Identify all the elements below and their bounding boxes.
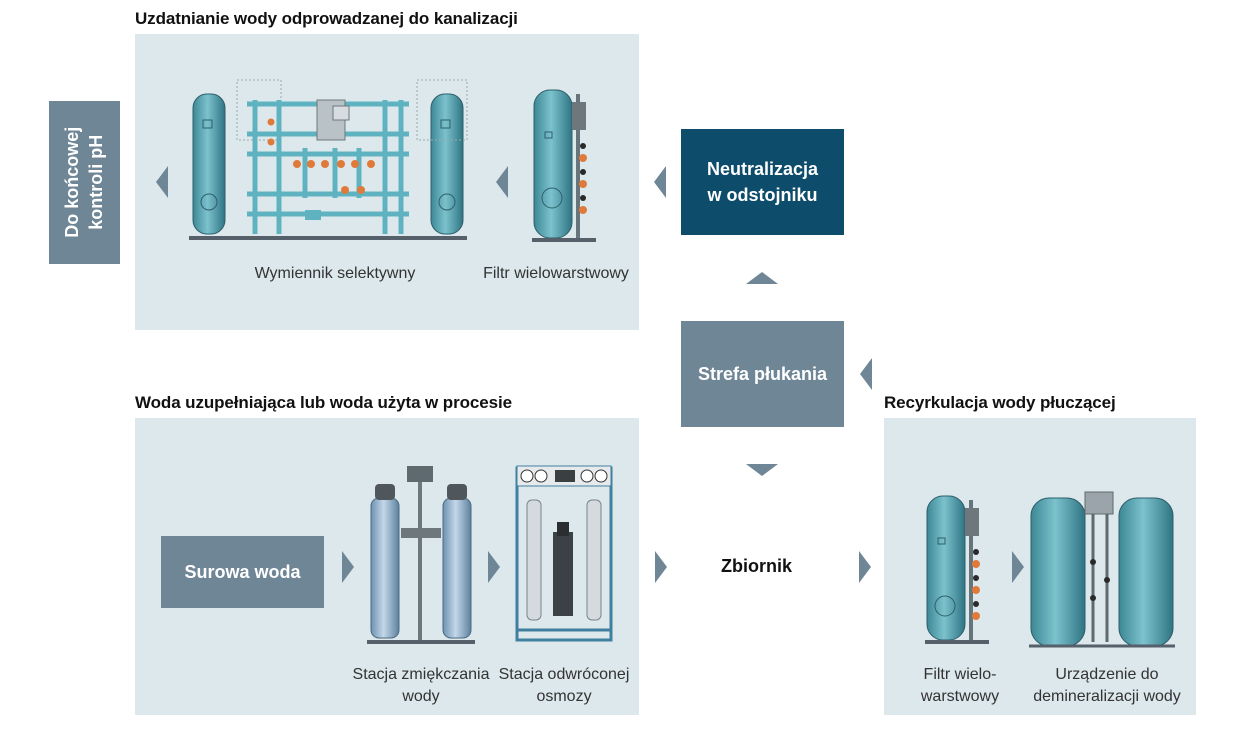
tank-label: Zbiornik — [721, 556, 792, 576]
arrow-right-icon — [859, 551, 871, 583]
demineralization-icon — [1029, 491, 1175, 648]
selective-exchanger-icon — [189, 79, 468, 240]
caption-multilayer-filter-top: Filtr wielowarstwowy — [483, 265, 629, 282]
caption-softening-station: Stacja zmiękczania wody — [352, 666, 490, 705]
ph-control-label: Do końcowej kontroli pH — [62, 126, 107, 239]
arrow-down-icon — [746, 464, 778, 476]
neutralization-label: Neutralizacja w odstojniku — [706, 158, 819, 205]
arrow-right-icon — [655, 551, 667, 583]
softening-station-icon — [367, 466, 475, 644]
arrow-left-icon — [156, 166, 168, 198]
caption-multilayer-filter-bottom: Filtr wielo- warstwowy — [920, 666, 1000, 705]
arrow-right-icon — [342, 551, 354, 583]
multilayer-filter-icon — [925, 495, 989, 644]
caption-demineralization: Urządzenie do demineralizacji wody — [1033, 666, 1181, 705]
heading-wastewater: Uzdatnianie wody odprowadzanej do kanali… — [135, 9, 518, 28]
arrow-right-icon — [488, 551, 500, 583]
rinse-zone-box: Strefa płukania — [681, 321, 844, 427]
arrow-left-icon — [496, 166, 508, 198]
heading-makeup: Woda uzupełniająca lub woda użyta w proc… — [135, 393, 512, 412]
arrow-up-icon — [746, 272, 778, 284]
raw-water-box: Surowa woda — [161, 536, 324, 608]
caption-selective-exchanger: Wymiennik selektywny — [254, 265, 416, 282]
heading-recirculation: Recyrkulacja wody płuczącej — [884, 393, 1116, 412]
caption-reverse-osmosis: Stacja odwróconej osmozy — [498, 666, 630, 705]
arrow-left-icon — [860, 358, 872, 390]
raw-water-label: Surowa woda — [184, 561, 301, 582]
rinse-zone-label: Strefa płukania — [697, 363, 828, 384]
neutralization-box: Neutralizacja w odstojniku — [681, 129, 844, 235]
arrow-right-icon — [1012, 551, 1024, 583]
reverse-osmosis-icon — [515, 465, 613, 642]
ph-control-box: Do końcowej kontroli pH — [49, 101, 120, 264]
multilayer-filter-icon — [532, 89, 596, 242]
arrow-left-icon — [654, 166, 666, 198]
